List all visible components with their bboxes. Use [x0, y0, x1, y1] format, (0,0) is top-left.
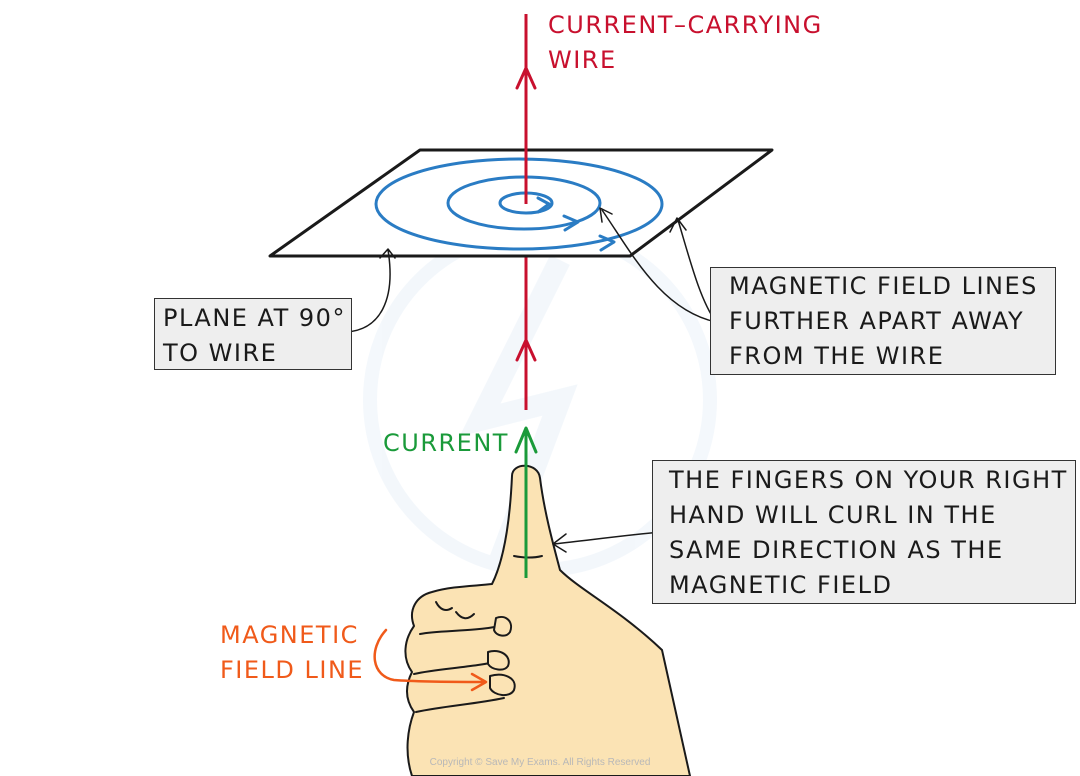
field-lines-callout: MAGNETIC FIELD LINES FURTHER APART AWAY …: [710, 267, 1056, 375]
field-lines-callout-line-2: FURTHER APART AWAY: [729, 307, 1025, 335]
fingers-callout-line-1: THE FINGERS ON YOUR RIGHT: [669, 466, 1068, 494]
field-lines-callout-line-3: FROM THE WIRE: [729, 342, 945, 370]
fingers-callout-line-2: HAND WILL CURL IN THE: [669, 501, 997, 529]
current-label: CURRENT: [383, 429, 509, 457]
fingers-callout-line-3: SAME DIRECTION AS THE: [669, 536, 1004, 564]
leader-field-lines-a: [599, 207, 717, 323]
field-line-outer: [374, 157, 664, 251]
fingers-callout-line-4: MAGNETIC FIELD: [669, 571, 893, 599]
fingernail-2: [487, 650, 510, 671]
fingernail-1: [493, 616, 512, 637]
leader-fingers: [552, 531, 661, 553]
plane-callout-line-2: TO WIRE: [163, 339, 278, 367]
field-curl-arrow: [373, 628, 488, 692]
copyright-notice: Copyright © Save My Exams. All Rights Re…: [429, 757, 651, 768]
wire-label: CURRENT–CARRYING WIRE: [548, 8, 823, 78]
field-line-label-line-1: MAGNETIC: [220, 621, 359, 649]
plane-callout: PLANE AT 90° TO WIRE: [154, 298, 352, 370]
magnetic-field-line-label: MAGNETIC FIELD LINE: [220, 618, 364, 688]
leader-plane: [345, 248, 396, 333]
fingers-callout: THE FINGERS ON YOUR RIGHT HAND WILL CURL…: [652, 460, 1076, 604]
hand-shape: [404, 464, 691, 776]
right-hand: [404, 464, 691, 776]
field-lines-callout-line-1: MAGNETIC FIELD LINES: [729, 272, 1038, 300]
fingernail-3: [489, 673, 516, 696]
plane-callout-line-1: PLANE AT 90°: [163, 304, 346, 332]
field-line-label-line-2: FIELD LINE: [220, 656, 365, 684]
finger-line-1: [419, 625, 501, 635]
field-line-middle: [446, 175, 602, 231]
field-arrow-middle: [562, 214, 580, 232]
field-arrow-inner: [536, 196, 551, 214]
finger-line-3: [415, 697, 505, 713]
field-arrow-outer: [598, 234, 616, 252]
wire-arrow-middle: [515, 338, 537, 362]
wire-arrow-top: [515, 66, 537, 90]
knuckle-lines: [435, 601, 475, 620]
thumb-crease: [513, 555, 543, 559]
current-arrowhead: [514, 426, 538, 454]
perpendicular-plane: [268, 148, 774, 258]
wire-label-line-2: WIRE: [548, 46, 617, 74]
wire-label-line-1: CURRENT–CARRYING: [548, 11, 823, 39]
